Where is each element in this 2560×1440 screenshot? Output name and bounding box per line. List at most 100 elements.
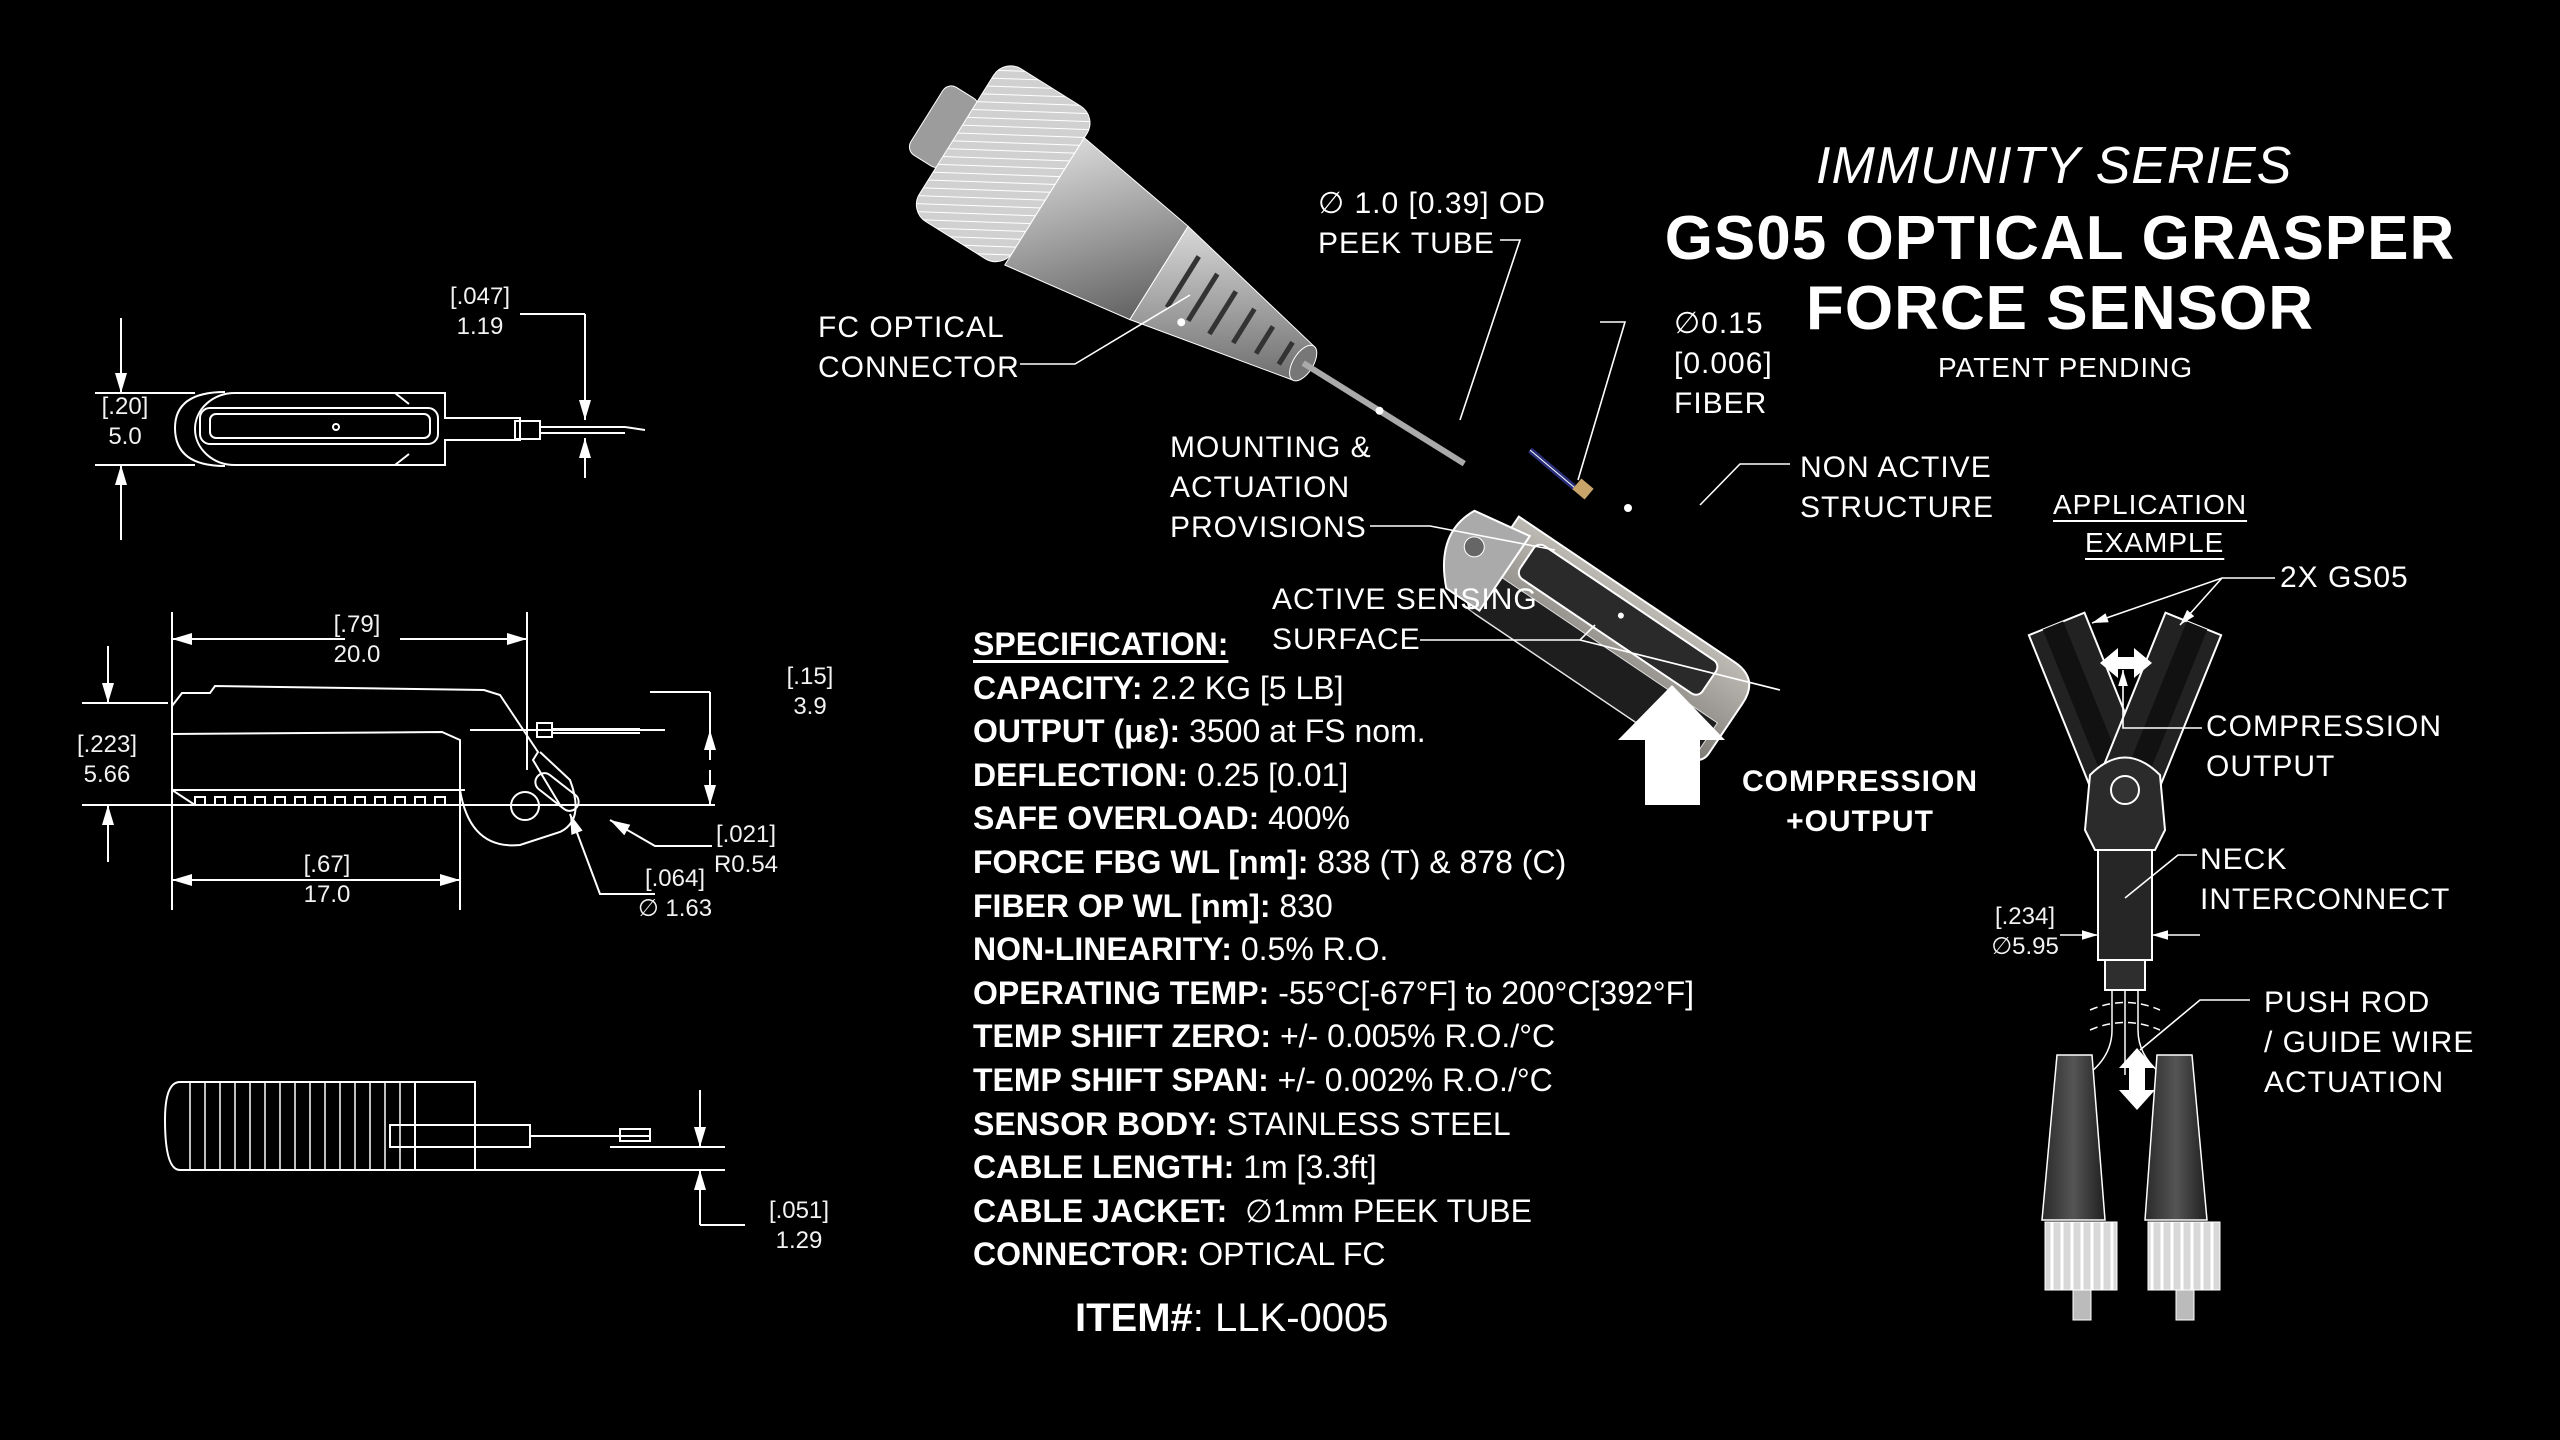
bottom-view-drawing [163,1081,745,1226]
callout-line: COMPRESSION [2206,710,2443,743]
spec-row: OUTPUT (με): 3500 at FS nom. [973,710,1694,754]
dim-mm: 20.0 [333,641,381,668]
neck-dia-dim: [.234] ∅5.95 [1990,902,2060,962]
spec-heading: SPECIFICATION: [973,626,1229,662]
side-view-height-dim: [.223] 5.66 [72,730,142,790]
spec-value: 830 [1270,887,1333,924]
callout-line: MOUNTING & [1170,431,1372,464]
spec-value: 0.25 [0.01] [1188,756,1349,793]
compression-arrow-icon [1618,685,1725,805]
callout-non-active-structure: NON ACTIVE STRUCTURE [1800,448,1994,528]
spec-value: 0.5% R.O. [1231,931,1389,968]
series-name: IMMUNITY SERIES [1816,137,2293,195]
dim-mm: R0.54 [713,851,779,878]
callout-fiber: ∅0.15 [0.006] FIBER [1674,304,1773,424]
spec-label: SAFE OVERLOAD: [973,800,1260,837]
spec-row: SAFE OVERLOAD: 400% [973,797,1694,841]
spec-label: NON-LINEARITY: [973,931,1232,968]
callout-line: OUTPUT [2206,750,2336,783]
patent-status: PATENT PENDING [1938,352,2194,383]
callout-line: ∅ 1.0 [0.39] OD [1318,187,1546,220]
dim-mm: 1.29 [775,1227,823,1254]
callout-fc-connector: FC OPTICAL CONNECTOR [818,308,1020,388]
pushrod-double-arrow-icon [2119,1048,2155,1110]
callout-neck-interconnect: NECK INTERCONNECT [2200,840,2450,920]
dim-inch: [.15] [786,663,834,690]
callout-line: NECK [2200,843,2288,876]
spec-label: CAPACITY: [973,669,1143,706]
spec-value: 3500 at FS nom. [1180,713,1426,750]
spec-row: CABLE LENGTH: 1m [3.3ft] [973,1146,1694,1190]
application-heading-line1: APPLICATION [2053,489,2248,520]
spec-row: CONNECTOR: OPTICAL FC [973,1233,1694,1277]
callout-line: ACTUATION [1170,471,1351,504]
callout-line: [0.006] [1674,347,1773,380]
spec-row: CAPACITY: 2.2 KG [5 LB] [973,667,1694,711]
spec-label: CABLE LENGTH: [973,1149,1235,1186]
spec-row: TEMP SHIFT SPAN: +/- 0.002% R.O./°C [973,1059,1694,1103]
spec-label: FIBER OP WL [nm]: [973,887,1271,924]
callout-mounting-provisions: MOUNTING & ACTUATION PROVISIONS [1170,428,1372,548]
callout-line: CONNECTOR [818,351,1020,384]
dim-inch: [.051] [768,1197,830,1224]
application-example-render [2027,611,2223,1321]
spec-label: CABLE JACKET: [973,1192,1228,1229]
callout-active-sensing-surface: ACTIVE SENSING SURFACE [1272,580,1538,660]
spec-label: OUTPUT (με): [973,713,1181,750]
spec-label: TEMP SHIFT ZERO: [973,1018,1272,1055]
callout-line: PROVISIONS [1170,511,1367,544]
spec-label: SENSOR BODY: [973,1105,1218,1142]
spec-row: NON-LINEARITY: 0.5% R.O. [973,928,1694,972]
grip-double-arrow-icon [2100,648,2152,678]
callout-line: / GUIDE WIRE [2264,1026,2475,1059]
product-title-line2: FORCE SENSOR [1805,274,2315,343]
dim-inch: [.021] [715,821,777,848]
item-label: ITEM# [1075,1296,1193,1340]
callout-line: ACTIVE SENSING [1272,583,1538,616]
spec-value: 400% [1259,800,1350,837]
callout-line: FC OPTICAL [818,311,1005,344]
callout-line: FIBER [1674,387,1768,420]
callout-app-compression-output: COMPRESSION OUTPUT [2206,707,2442,787]
callout-line: SURFACE [1272,623,1421,656]
callout-line: ACTUATION [2264,1066,2445,1099]
callout-line: INTERCONNECT [2200,883,2451,916]
spec-row: OPERATING TEMP: -55°C[-67°F] to 200°C[39… [973,972,1694,1016]
bottom-view-tube-dim: [.051] 1.29 [764,1196,834,1256]
callout-line: ∅0.15 [1674,307,1764,340]
dim-mm: 17.0 [303,881,351,908]
spec-value: 1m [3.3ft] [1234,1149,1377,1186]
callout-line: PUSH ROD [2264,986,2431,1019]
side-view-length-dim: [.79] 20.0 [322,610,392,670]
callout-compression-output: COMPRESSION +OUTPUT [1740,762,1980,842]
dim-inch: [.79] [333,611,381,638]
spec-value: -55°C[-67°F] to 200°C[392°F] [1269,974,1694,1011]
callout-line: COMPRESSION [1741,765,1979,798]
dim-mm: 5.66 [83,761,131,788]
side-view-drawing [82,612,716,910]
dim-inch: [.047] [449,283,511,310]
side-view-hole-dia-dim: [.064] ∅ 1.63 [635,864,715,924]
spec-label: TEMP SHIFT SPAN: [973,1061,1269,1098]
side-view-fiber-offset-dim: [.15] 3.9 [782,662,838,722]
product-title-line1: GS05 OPTICAL GRASPER [1664,204,2456,273]
spec-label: CONNECTOR: [973,1236,1190,1273]
item-value: : LLK-0005 [1192,1296,1389,1340]
callout-push-rod: PUSH ROD / GUIDE WIRE ACTUATION [2264,983,2474,1103]
dim-inch: [.20] [101,393,149,420]
spec-row: SENSOR BODY: STAINLESS STEEL [973,1103,1694,1147]
dim-mm: 5.0 [108,423,142,450]
application-heading-line2: EXAMPLE [2085,527,2225,558]
dim-inch: [.064] [644,865,706,892]
spec-row: FIBER OP WL [nm]: 830 [973,885,1694,929]
callout-line: +OUTPUT [1786,805,1934,838]
side-view-slot-radius-dim: [.021] R0.54 [708,820,784,880]
spec-value: 2.2 KG [5 LB] [1142,669,1344,706]
dim-inch: [.234] [1994,903,2056,930]
dim-inch: [.67] [303,851,351,878]
top-view-fiber-dim: [.047] 1.19 [445,282,515,342]
callout-line: NON ACTIVE [1800,451,1992,484]
spec-label: DEFLECTION: [973,756,1189,793]
top-view-drawing [95,313,646,540]
